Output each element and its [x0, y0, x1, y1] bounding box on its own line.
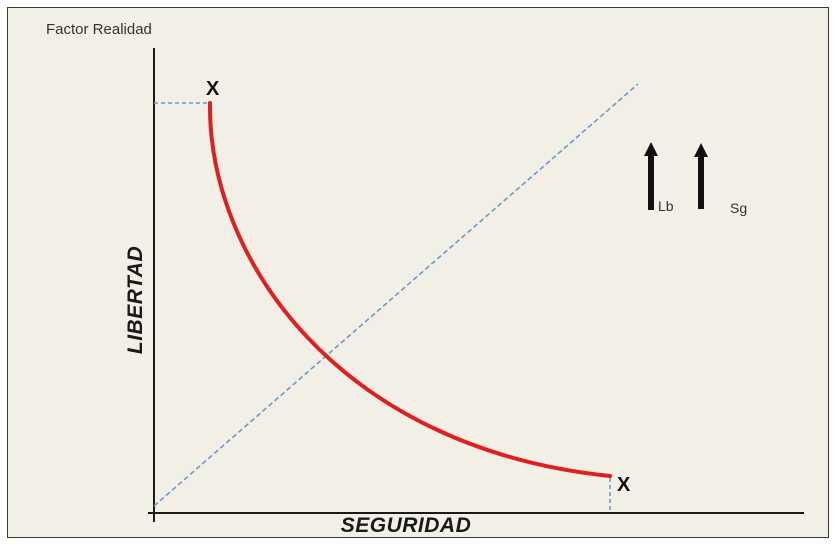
- y-axis-label: LIBERTAD: [124, 245, 147, 355]
- diagram-canvas: [148, 48, 804, 522]
- diagram-frame: Factor Realidad LIBERTAD SEGURIDAD X X L…: [7, 7, 829, 538]
- red-curve: [207, 101, 612, 478]
- diagonal-reference-line: [153, 83, 639, 507]
- curve-end-marker: X: [617, 474, 631, 496]
- diagram-title: Factor Realidad: [46, 21, 152, 38]
- arrow-label-sg: Sg: [730, 200, 748, 216]
- x-axis-label: SEGURIDAD: [340, 514, 472, 537]
- up-arrow-icon: [694, 143, 708, 209]
- arrow-label-lb: Lb: [658, 198, 674, 214]
- up-arrow-icon: [644, 142, 658, 210]
- curve-start-marker: X: [206, 78, 220, 100]
